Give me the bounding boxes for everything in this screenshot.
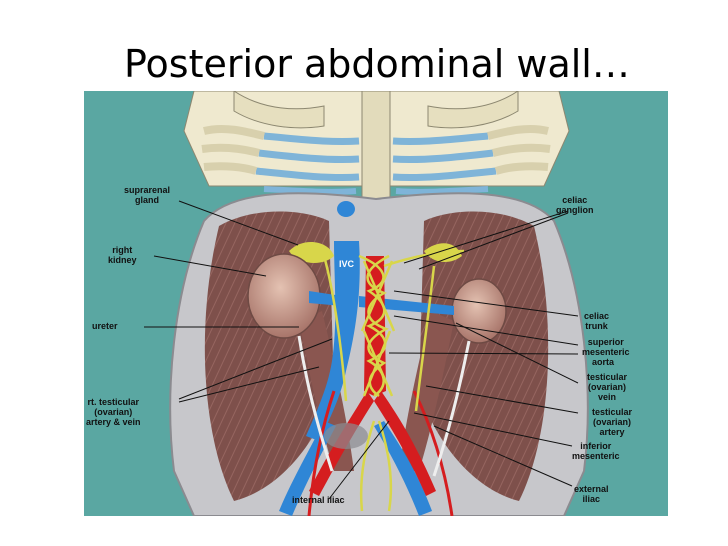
label-inferior-mesenteric: inferior mesenteric	[572, 441, 620, 461]
slide-title: Posterior abdominal wall…	[124, 42, 630, 86]
rib-cage	[183, 91, 570, 202]
label-rt-testicular-artery-vein: rt. testicular (ovarian) artery & vein	[86, 397, 141, 427]
anatomy-illustration: suprarenal gland right kidney ureter rt.…	[84, 91, 668, 516]
label-superior-mesenteric: superior mesenteric	[582, 337, 630, 357]
label-celiac-trunk: celiac trunk	[584, 311, 610, 331]
label-ureter: ureter	[92, 321, 118, 331]
nerve-plexus	[322, 249, 465, 512]
inferior-vena-cava	[306, 241, 360, 441]
label-testicular-vein: testicular (ovarian) vein	[587, 372, 628, 402]
label-right-kidney: right kidney	[108, 245, 137, 265]
label-external-iliac: external iliac	[574, 484, 609, 504]
label-internal-iliac: internal iliac	[292, 495, 345, 505]
right-muscle	[419, 211, 549, 501]
label-aorta: aorta	[592, 357, 615, 367]
leader-lines	[144, 200, 579, 500]
label-celiac-ganglion: celiac ganglion	[556, 195, 594, 215]
label-suprarenal-gland: suprarenal gland	[124, 185, 171, 205]
label-ivc: IVC	[339, 259, 355, 269]
left-kidney	[451, 278, 507, 344]
anatomy-drawing	[84, 91, 668, 516]
label-testicular-artery: testicular (ovarian) artery	[592, 407, 633, 437]
